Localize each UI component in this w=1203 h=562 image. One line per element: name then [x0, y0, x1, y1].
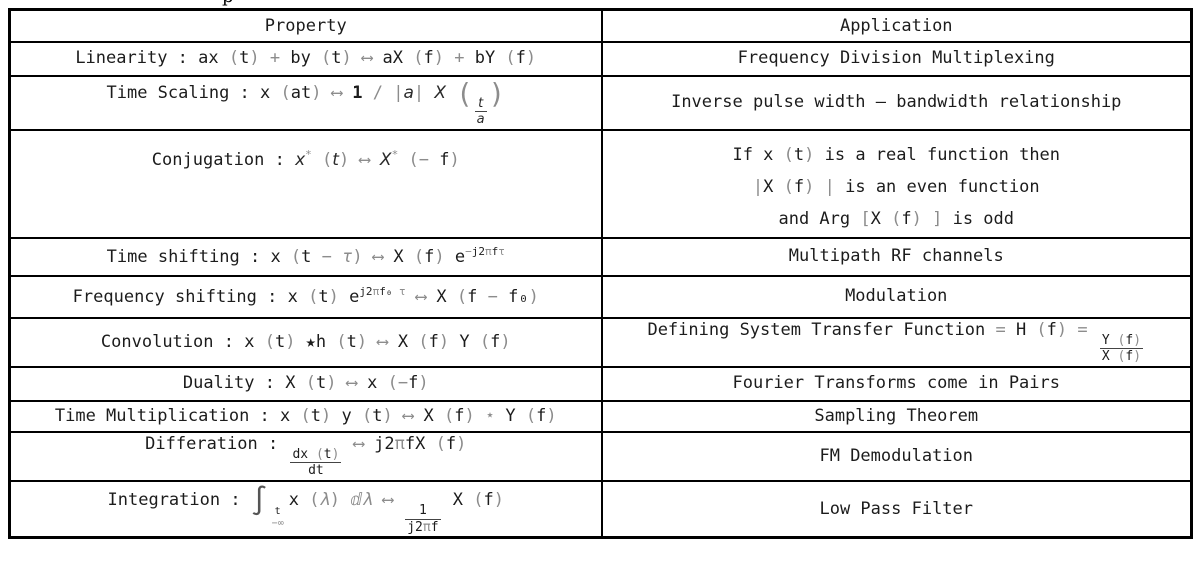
property-cell-convolution: Convolution : x (t) ★h (t) ⟷ X (f) Y (f) — [8, 316, 603, 368]
application-cell-conjugation: If x (t) is a real function then|X (f) |… — [600, 128, 1193, 239]
application-column-header: Application — [600, 8, 1193, 43]
clipped-text-above-table: p — [222, 0, 252, 7]
property-cell-time-shifting: Time shifting : x (t − τ) ⟷ X (f) e−j2πf… — [8, 236, 603, 277]
property-cell-time-multiplication: Time Multiplication : x (t) y (t) ⟷ X (f… — [8, 399, 603, 433]
property-cell-differation: Differation : dx (t)dt ⟷ j2πfX (f) — [8, 430, 603, 483]
row-conjugation: Conjugation : x* (t) ⟷ X* (− f) If x (t)… — [8, 128, 1193, 239]
row-differation: Differation : dx (t)dt ⟷ j2πfX (f) FM De… — [8, 430, 1193, 483]
row-time-shifting: Time shifting : x (t − τ) ⟷ X (f) e−j2πf… — [8, 236, 1193, 277]
application-cell-time-shifting: Multipath RF channels — [600, 236, 1193, 277]
application-cell-integration: Low Pass Filter — [600, 480, 1193, 539]
application-cell-time-multiplication: Sampling Theorem — [600, 399, 1193, 433]
application-cell-duality: Fourier Transforms come in Pairs — [600, 365, 1193, 402]
header-row: Property Application — [8, 8, 1193, 43]
row-convolution: Convolution : x (t) ★h (t) ⟷ X (f) Y (f)… — [8, 316, 1193, 368]
row-duality: Duality : X (t) ⟷ x (−f) Fourier Transfo… — [8, 365, 1193, 402]
row-linearity: Linearity : ax (t) + by (t) ⟷ aX (f) + b… — [8, 40, 1193, 77]
fourier-properties-table: Property Application Linearity : ax (t) … — [8, 8, 1193, 540]
application-cell-convolution: Defining System Transfer Function = H (f… — [600, 316, 1193, 368]
application-cell-frequency-shifting: Modulation — [600, 274, 1193, 319]
property-cell-conjugation: Conjugation : x* (t) ⟷ X* (− f) — [8, 128, 603, 239]
property-column-header: Property — [8, 8, 603, 43]
property-cell-duality: Duality : X (t) ⟷ x (−f) — [8, 365, 603, 402]
property-cell-frequency-shifting: Frequency shifting : x (t) ej2πf₀ τ ⟷ X … — [8, 274, 603, 319]
application-cell-time-scaling: Inverse pulse width – bandwidth relation… — [600, 74, 1193, 131]
property-cell-linearity: Linearity : ax (t) + by (t) ⟷ aX (f) + b… — [8, 40, 603, 77]
row-frequency-shifting: Frequency shifting : x (t) ej2πf₀ τ ⟷ X … — [8, 274, 1193, 319]
row-time-multiplication: Time Multiplication : x (t) y (t) ⟷ X (f… — [8, 399, 1193, 433]
application-cell-linearity: Frequency Division Multiplexing — [600, 40, 1193, 77]
application-cell-differation: FM Demodulation — [600, 430, 1193, 483]
